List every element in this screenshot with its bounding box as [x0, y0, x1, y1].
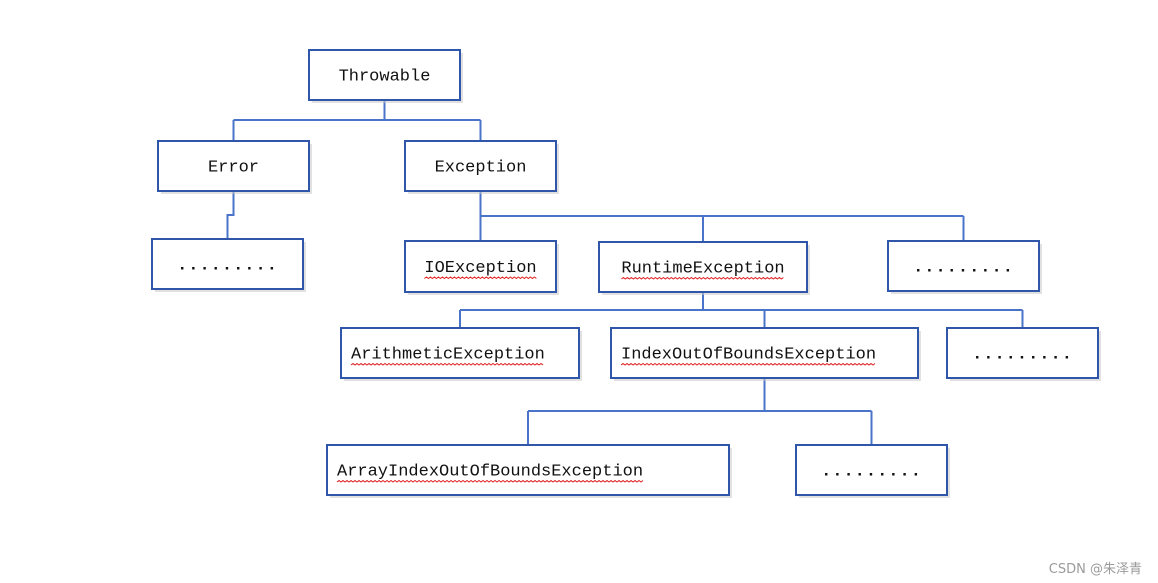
- node-runtimeexception: RuntimeException: [598, 241, 810, 295]
- node-arithmeticexception: ArithmeticException: [340, 327, 582, 381]
- connector-runtimeexception: [459, 292, 1024, 328]
- node-label: Exception: [435, 158, 527, 177]
- node-box: [610, 327, 919, 379]
- node-label: ArithmeticException: [351, 345, 545, 364]
- connector-error: [226, 191, 235, 239]
- connector-throwable: [232, 100, 482, 141]
- node-label: IOException: [424, 259, 536, 278]
- node-label: .........: [821, 462, 922, 481]
- spellcheck-underline: [424, 276, 537, 280]
- connector-line: [226, 191, 235, 239]
- node-arrayindexoutofboundsexception: ArrayIndexOutOfBoundsException: [326, 444, 732, 498]
- node-box: [404, 140, 557, 192]
- node-label: Error: [208, 158, 259, 177]
- node-box: [340, 327, 580, 379]
- node-label: RuntimeException: [621, 259, 784, 278]
- spellcheck-underline: [336, 479, 644, 483]
- node-label: Throwable: [339, 67, 431, 86]
- node-ioexception: IOException: [404, 240, 559, 295]
- node-label: .........: [913, 258, 1014, 277]
- node-box: [157, 140, 310, 192]
- node-label: ArrayIndexOutOfBoundsException: [337, 462, 643, 481]
- node-throwable: Throwable: [308, 49, 463, 103]
- node-box: [946, 327, 1099, 379]
- node-error: Error: [157, 140, 312, 194]
- node-exception-more: .........: [887, 240, 1042, 294]
- node-runtime-more: .........: [946, 327, 1101, 381]
- connector-indexoutofboundsexception: [527, 378, 873, 445]
- spellcheck-underline: [621, 276, 784, 280]
- node-label: .........: [177, 256, 278, 275]
- node-label: .........: [972, 345, 1073, 364]
- node-index-more: .........: [795, 444, 950, 498]
- node-error-more: .........: [151, 238, 306, 292]
- node-indexoutofboundsexception: IndexOutOfBoundsException: [610, 327, 921, 381]
- node-box: [887, 240, 1040, 292]
- node-label: IndexOutOfBoundsException: [621, 345, 876, 364]
- node-box: [151, 238, 304, 290]
- connector-exception: [479, 191, 965, 242]
- node-box: [326, 444, 730, 496]
- node-box: [404, 240, 557, 293]
- node-exception: Exception: [404, 140, 559, 194]
- node-box: [308, 49, 461, 101]
- connector-lines: [226, 100, 1024, 445]
- spellcheck-underline: [350, 362, 544, 366]
- spellcheck-underline: [620, 362, 876, 366]
- node-box: [795, 444, 948, 496]
- watermark: CSDN @朱泽青: [1048, 562, 1142, 577]
- node-box: [598, 241, 808, 293]
